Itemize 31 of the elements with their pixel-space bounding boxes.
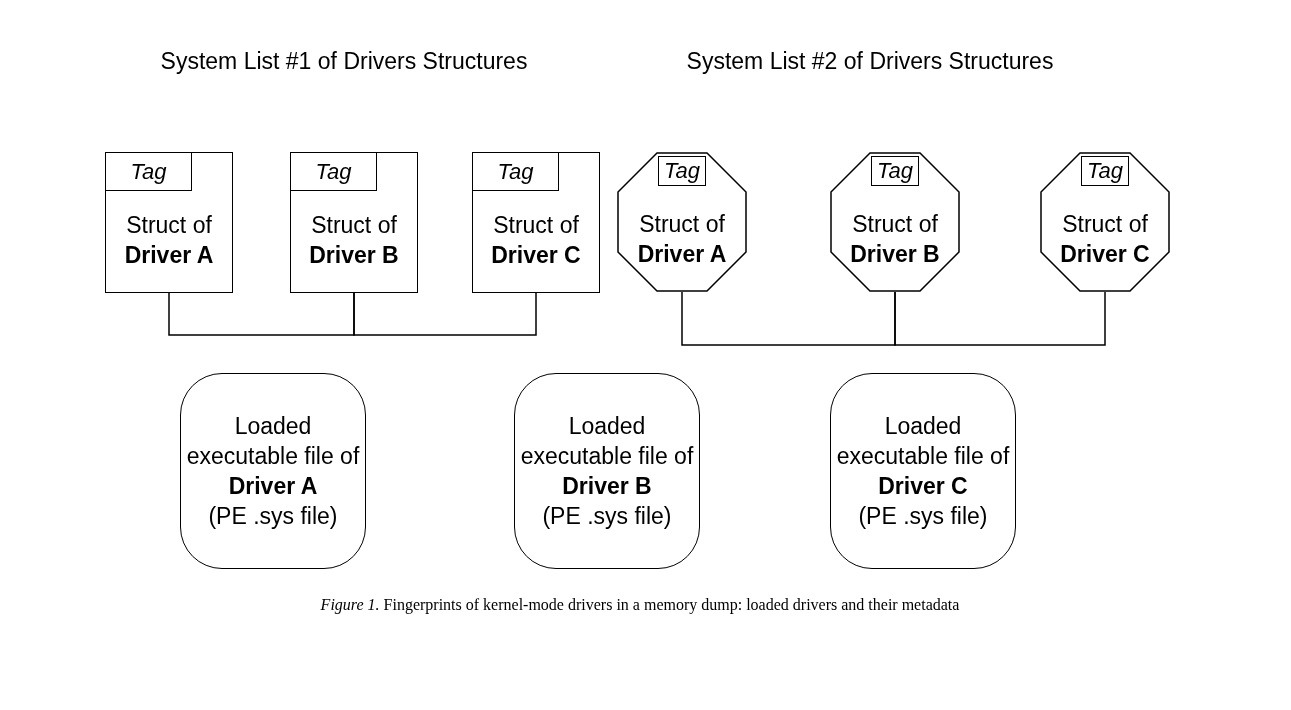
tag-box: Tag bbox=[1081, 156, 1129, 186]
tag-box: Tag bbox=[871, 156, 919, 186]
struct-box bbox=[290, 152, 418, 293]
struct-box bbox=[105, 152, 233, 293]
tag-box: Tag bbox=[658, 156, 706, 186]
connector-line bbox=[681, 291, 896, 346]
rounded-box bbox=[180, 373, 366, 569]
node-text: (PE .sys file) bbox=[858, 502, 988, 531]
connector-line bbox=[894, 291, 1106, 346]
figure-caption: Figure 1. Fingerprints of kernel-mode drivers in a memory dump: loaded drivers and their metadata bbox=[320, 596, 960, 614]
node-text: Struct of Driver A bbox=[636, 210, 728, 269]
rounded-box bbox=[830, 373, 1016, 569]
tag-box: Tag bbox=[291, 153, 377, 191]
node-text: (PE .sys file) bbox=[542, 502, 672, 531]
node-text: Struct of Driver B bbox=[308, 210, 400, 270]
struct-box bbox=[472, 152, 600, 293]
node-text: (PE .sys file) bbox=[208, 502, 338, 531]
tag-box: Tag bbox=[473, 153, 559, 191]
node-text: Struct of Driver B bbox=[849, 210, 941, 269]
list-title: System List #1 of Drivers Structures bbox=[160, 48, 528, 75]
node-text: Loaded executable file of Driver A bbox=[185, 412, 361, 501]
list-title: System List #2 of Drivers Structures bbox=[686, 48, 1054, 75]
tag-box: Tag bbox=[106, 153, 192, 191]
node-text: Struct of Driver C bbox=[1059, 210, 1151, 269]
node-text: Struct of Driver C bbox=[490, 210, 582, 270]
connector-line bbox=[353, 292, 537, 336]
node-text: Struct of Driver A bbox=[123, 210, 215, 270]
node-text: Loaded executable file of Driver B bbox=[519, 412, 695, 501]
rounded-box bbox=[514, 373, 700, 569]
connector-line bbox=[168, 292, 355, 336]
node-text: Loaded executable file of Driver C bbox=[835, 412, 1011, 501]
